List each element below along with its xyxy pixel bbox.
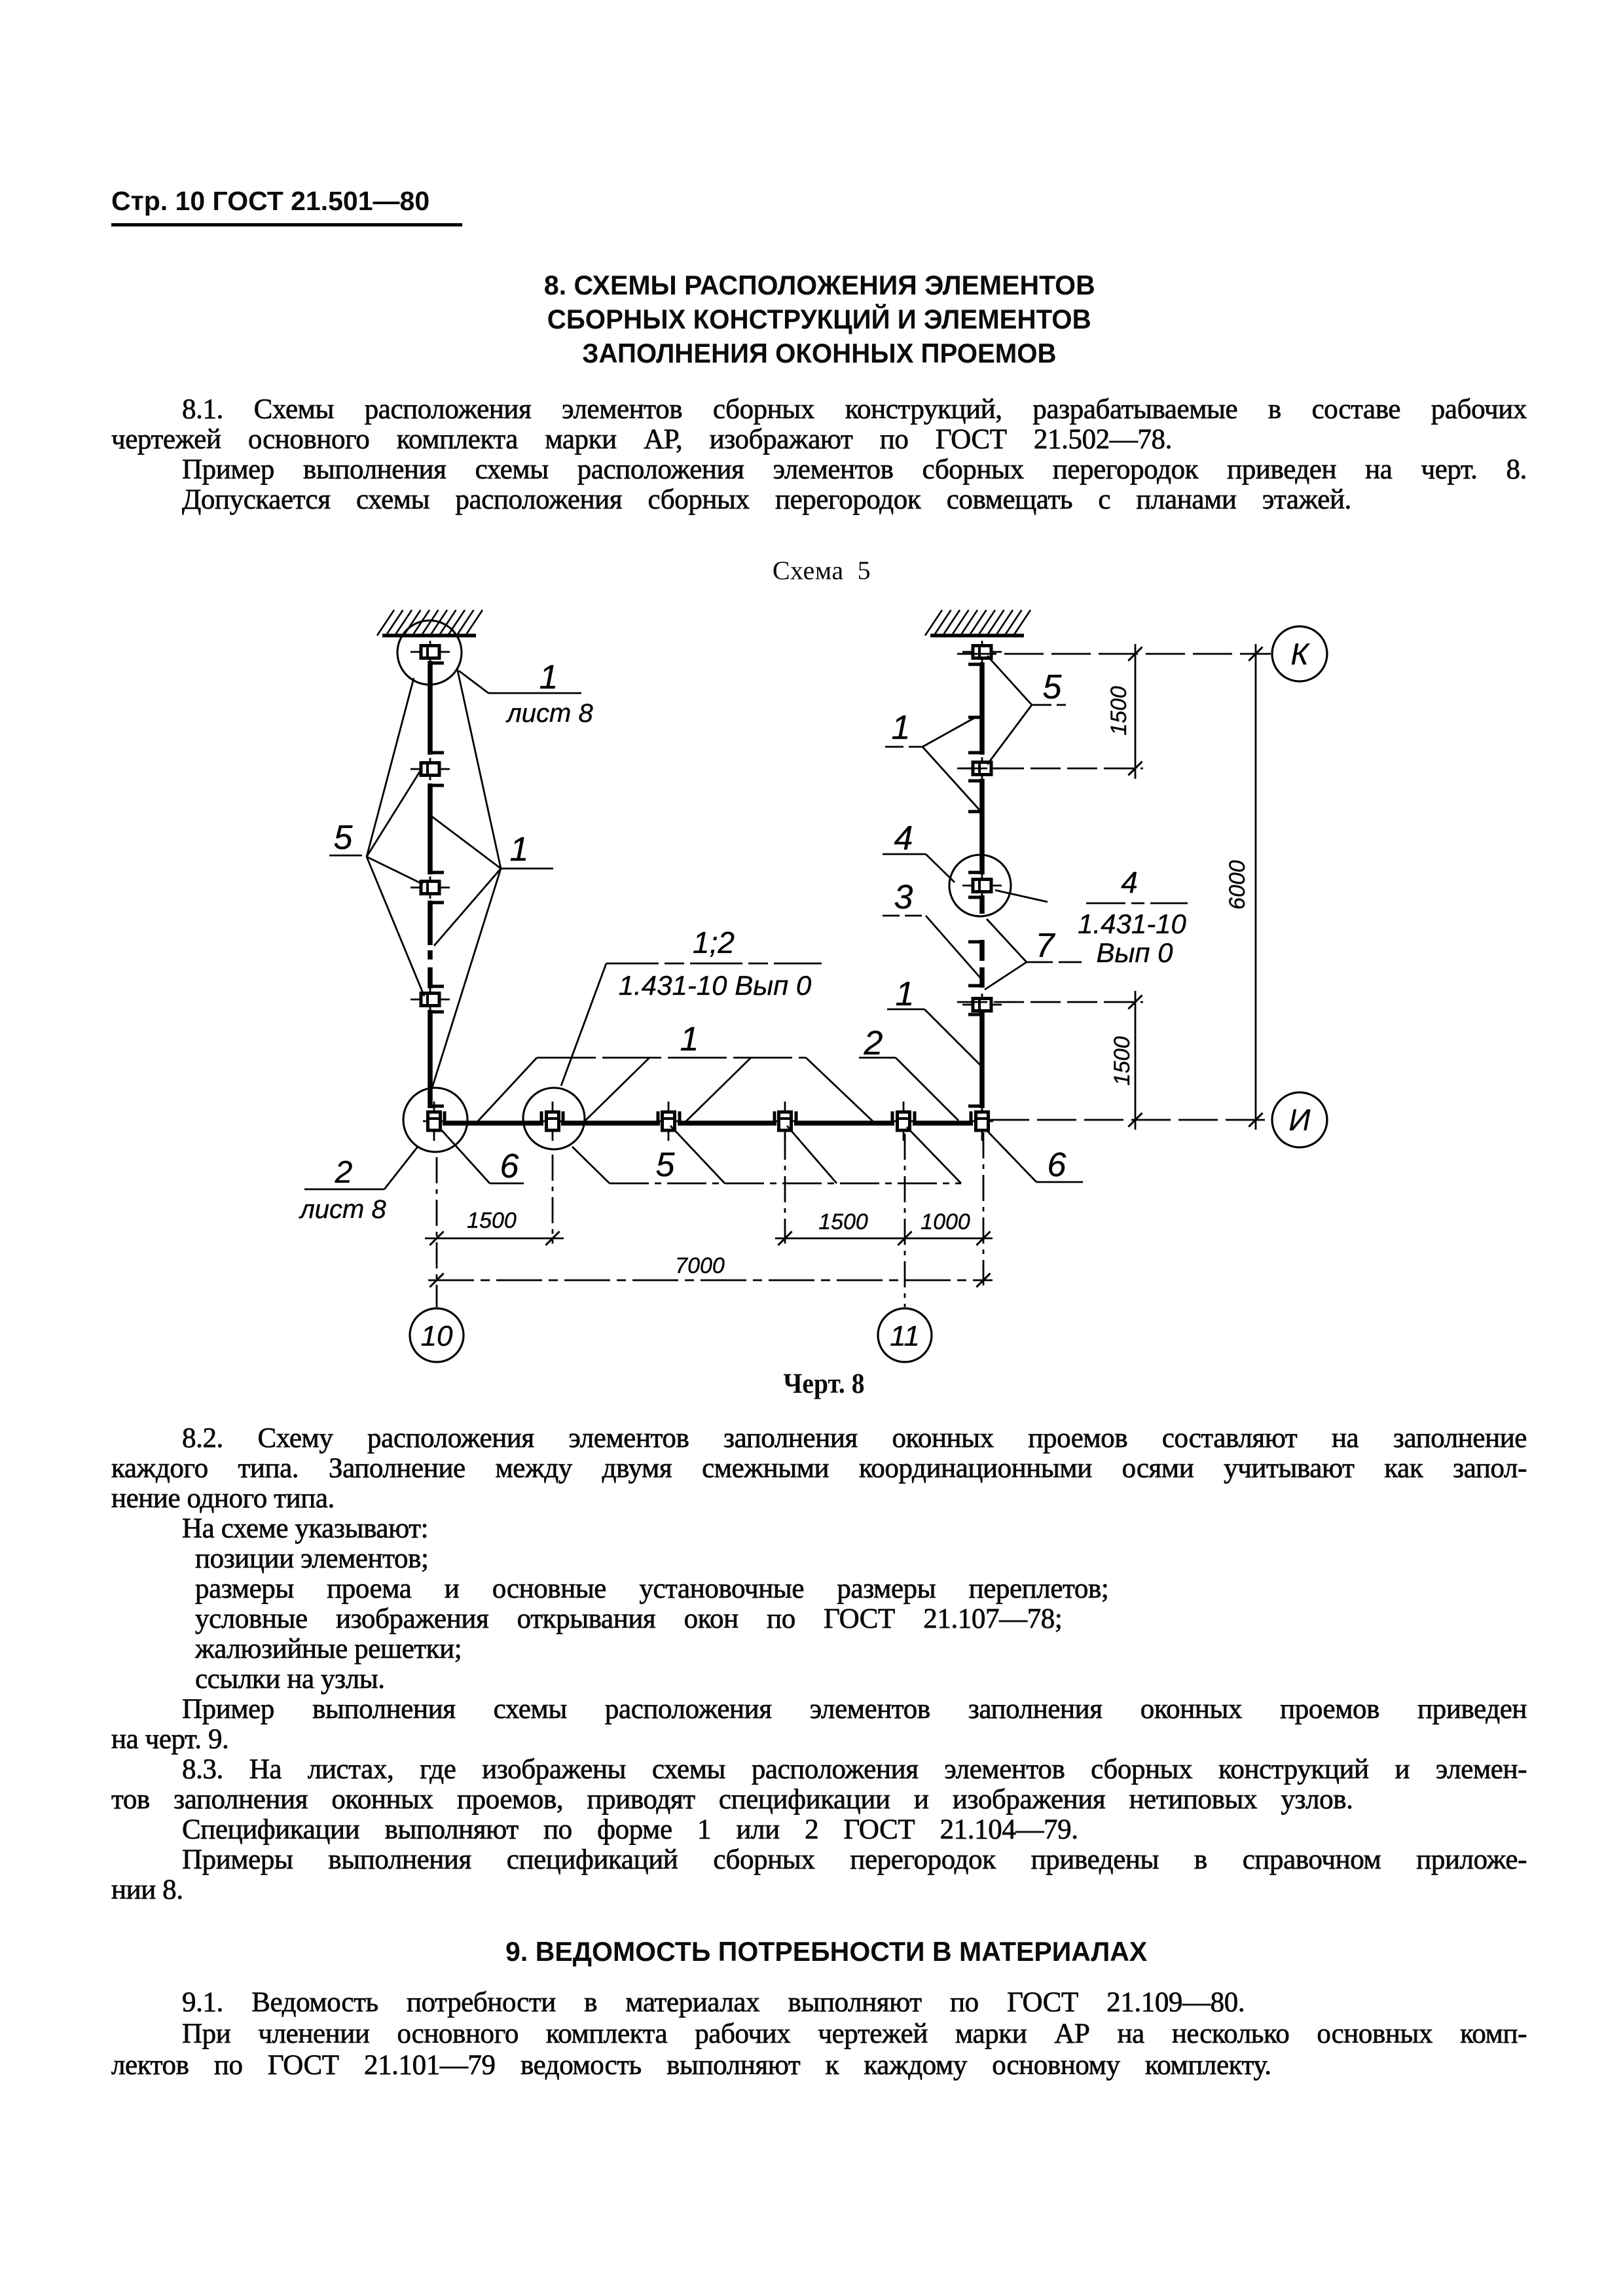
svg-text:10: 10: [421, 1320, 453, 1352]
svg-text:4: 4: [1121, 865, 1138, 899]
svg-text:1.431-10 Вып 0: 1.431-10 Вып 0: [619, 970, 812, 1001]
svg-text:5: 5: [1043, 668, 1063, 706]
svg-text:6: 6: [500, 1147, 519, 1185]
svg-text:1: 1: [896, 975, 915, 1013]
svg-text:2: 2: [335, 1155, 353, 1190]
svg-text:1500: 1500: [1110, 1036, 1135, 1086]
svg-text:2: 2: [864, 1024, 883, 1062]
svg-text:6000: 6000: [1225, 860, 1250, 910]
svg-text:4: 4: [894, 819, 913, 857]
svg-text:1: 1: [510, 831, 529, 869]
svg-text:3: 3: [894, 878, 913, 916]
svg-text:6: 6: [1048, 1146, 1067, 1184]
svg-text:7: 7: [1036, 927, 1056, 965]
svg-text:1500: 1500: [1106, 686, 1131, 736]
svg-text:1;2: 1;2: [693, 925, 735, 960]
svg-text:лист 8: лист 8: [299, 1195, 386, 1224]
svg-text:1: 1: [680, 1020, 699, 1058]
svg-text:1: 1: [892, 709, 911, 747]
svg-text:5: 5: [334, 819, 354, 857]
svg-text:1500: 1500: [818, 1210, 868, 1234]
svg-text:1.431-10: 1.431-10: [1078, 908, 1186, 939]
svg-text:лист 8: лист 8: [505, 699, 593, 728]
svg-text:1: 1: [539, 658, 558, 696]
svg-text:Вып 0: Вып 0: [1096, 937, 1173, 968]
svg-text:1000: 1000: [921, 1210, 970, 1234]
svg-text:К: К: [1290, 637, 1310, 671]
svg-text:11: 11: [890, 1320, 920, 1352]
svg-text:1500: 1500: [467, 1208, 517, 1233]
svg-text:И: И: [1289, 1103, 1311, 1137]
svg-text:5: 5: [656, 1146, 676, 1184]
svg-text:7000: 7000: [675, 1253, 725, 1278]
